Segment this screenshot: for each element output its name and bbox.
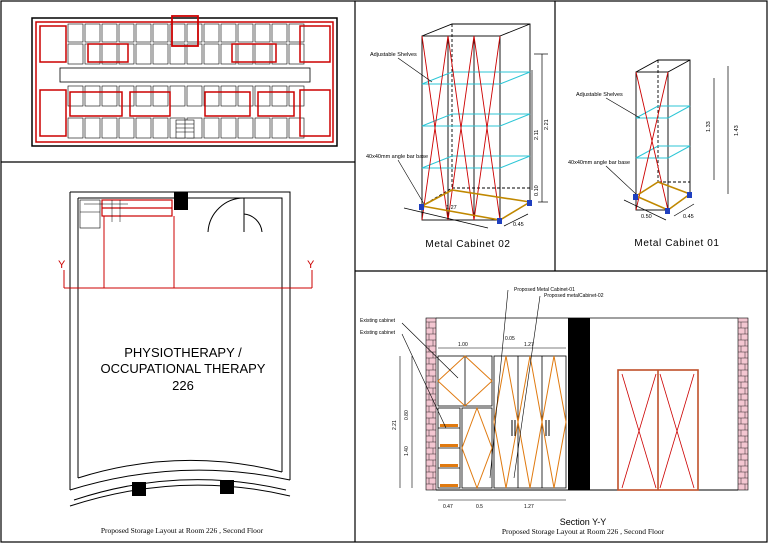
cab02-title: Metal Cabinet 02 bbox=[425, 239, 510, 250]
room-title-line2: OCCUPATIONAL THERAPY bbox=[101, 361, 266, 376]
cabinet-01-drawing: 1.33 1.43 0.50 0.45 Adjustable Shelves 4… bbox=[568, 59, 740, 249]
section-marker-left: Y bbox=[58, 259, 66, 271]
sec-label-proposed2: Proposed metalCabinet-02 bbox=[544, 293, 604, 299]
sec-dim-top3: 1.27 bbox=[524, 342, 534, 348]
sec-label-existing1: Existing cabinet bbox=[360, 318, 396, 324]
sec-dim-bottom3: 1.27 bbox=[524, 504, 534, 510]
sec-dim-h-upper: 0.80 bbox=[404, 410, 410, 420]
sec-label-existing2: Existing cabinet bbox=[360, 330, 396, 336]
room-plan: Y Y PHYSIOTHERAPY / OCCUPATIONAL THERAPY… bbox=[58, 191, 315, 535]
cab01-dim-width: 0.50 bbox=[641, 214, 652, 220]
cab02-label-shelves: Adjustable Shelves bbox=[370, 52, 417, 58]
section-title: Section Y-Y bbox=[560, 517, 607, 527]
cab01-label-base: 40x40mm angle bar base bbox=[568, 160, 630, 166]
sec-dim-h-total: 2.21 bbox=[392, 420, 398, 430]
cab01-label-shelves: Adjustable Shelves bbox=[576, 92, 623, 98]
cab02-dim-height-inner: 2.11 bbox=[534, 130, 540, 140]
cab01-dim-height-inner: 1.33 bbox=[706, 121, 712, 132]
room-title-line1: PHYSIOTHERAPY / bbox=[124, 345, 242, 360]
cab02-dim-depth: 0.45 bbox=[513, 222, 524, 228]
cab02-dim-height-total: 2.21 bbox=[544, 119, 550, 130]
sec-dim-top2: 0.05 bbox=[505, 336, 515, 342]
section-yy: 1.00 0.05 1.27 2.21 0.80 1.40 0.47 0.5 1… bbox=[360, 287, 749, 536]
cab01-dim-depth: 0.45 bbox=[683, 214, 694, 220]
sec-dim-top1: 1.00 bbox=[458, 342, 468, 348]
room-number: 226 bbox=[172, 378, 194, 393]
room-caption: Proposed Storage Layout at Room 226 , Se… bbox=[101, 526, 264, 535]
cab02-dim-base: 0.10 bbox=[534, 185, 540, 196]
section-marker-right: Y bbox=[307, 259, 315, 271]
cab02-label-base: 40x40mm angle bar base bbox=[366, 154, 428, 160]
highlight-room-226 bbox=[171, 15, 199, 47]
section-caption: Proposed Storage Layout at Room 226 , Se… bbox=[502, 527, 665, 536]
floor-plan bbox=[31, 15, 338, 147]
cab02-dim-width: 1.27 bbox=[446, 205, 457, 211]
sec-dim-h-lower: 1.40 bbox=[404, 446, 410, 456]
sec-label-proposed1: Proposed Metal Cabinet-01 bbox=[514, 287, 575, 293]
cab01-title: Metal Cabinet 01 bbox=[634, 238, 719, 249]
cabinet-02-drawing: 2.21 2.11 0.10 1.27 0.45 Adjustable Shel… bbox=[366, 23, 550, 250]
sec-dim-bottom1: 0.47 bbox=[443, 504, 453, 510]
sec-dim-bottom2: 0.5 bbox=[476, 504, 483, 510]
cab01-dim-height-total: 1.43 bbox=[734, 125, 740, 136]
